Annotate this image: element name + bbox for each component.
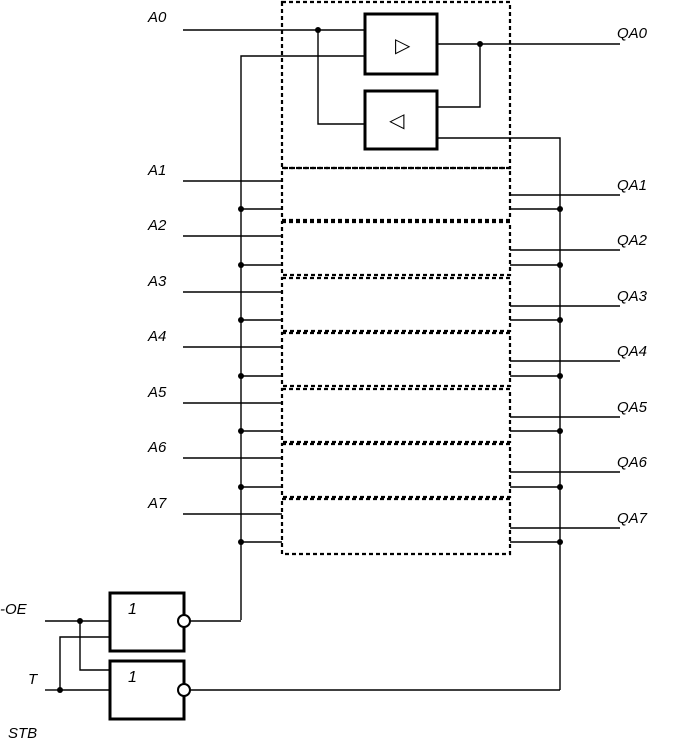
channel-6-box bbox=[280, 442, 512, 499]
label-a3: A3 bbox=[147, 273, 167, 290]
oe-gate bbox=[108, 591, 186, 653]
label-a2: A2 bbox=[147, 217, 167, 234]
label-qa1: QA1 bbox=[617, 177, 647, 194]
channel-1-box bbox=[280, 166, 512, 222]
label-qa5: QA5 bbox=[617, 399, 648, 416]
forward-buffer-icon: ▷ bbox=[395, 33, 411, 57]
label-t: T bbox=[28, 671, 39, 688]
label-qa4: QA4 bbox=[617, 343, 647, 360]
label-stb: STB bbox=[8, 725, 37, 742]
reverse-buffer-icon: ◁ bbox=[388, 108, 405, 132]
label-a1: A1 bbox=[147, 162, 166, 179]
channel-7-box bbox=[280, 497, 512, 556]
channel-4-box bbox=[280, 331, 512, 388]
label-a6: A6 bbox=[147, 439, 167, 456]
label-qa0: QA0 bbox=[617, 25, 648, 42]
label-qa6: QA6 bbox=[617, 454, 648, 471]
channel-2-box bbox=[280, 220, 512, 277]
oe-gate-inverter-bubble bbox=[177, 614, 191, 628]
reverse-buffer bbox=[363, 89, 439, 151]
label-a4: A4 bbox=[147, 328, 166, 345]
label-a5: A5 bbox=[147, 384, 167, 401]
label-oe: -OE bbox=[0, 601, 28, 618]
channel-3-box bbox=[280, 276, 512, 333]
label-a7: A7 bbox=[147, 495, 167, 512]
t-gate-inverter-bubble bbox=[177, 683, 191, 697]
label-qa7: QA7 bbox=[617, 510, 648, 527]
label-qa2: QA2 bbox=[617, 232, 648, 249]
t-gate-label: 1 bbox=[128, 669, 137, 686]
t-gate bbox=[108, 659, 186, 721]
label-qa3: QA3 bbox=[617, 288, 648, 305]
label-a0: A0 bbox=[147, 9, 167, 26]
channel-5-box bbox=[280, 387, 512, 444]
oe-gate-label: 1 bbox=[128, 601, 137, 618]
